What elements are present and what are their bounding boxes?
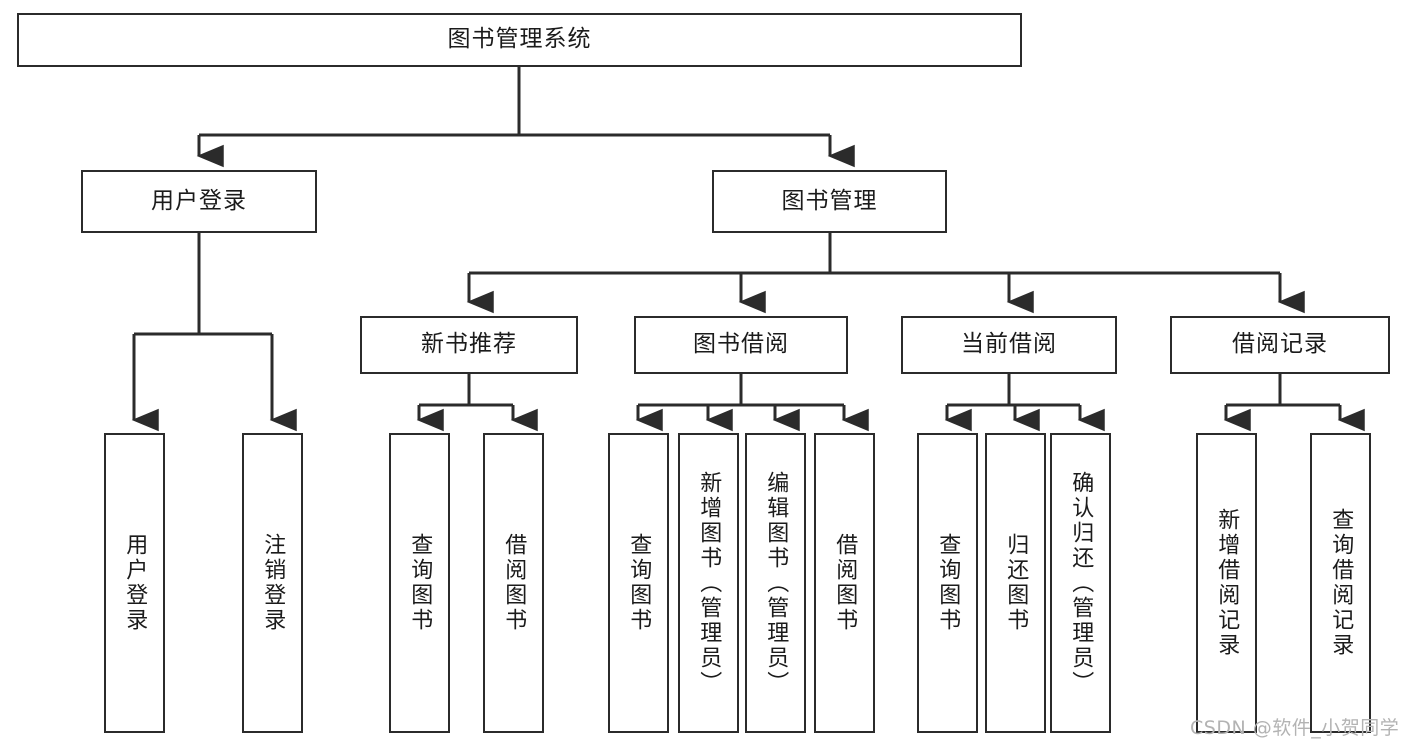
node-label: 新增图书（管理员） [696, 470, 722, 696]
node-borrow-record[interactable]: 借阅记录 [1170, 316, 1390, 374]
node-book-borrow[interactable]: 图书借阅 [634, 316, 848, 374]
leaf-recommend-borrow-book[interactable]: 借阅图书 [483, 433, 544, 733]
leaf-record-add-record[interactable]: 新增借阅记录 [1196, 433, 1257, 733]
node-label: 编辑图书（管理员） [763, 470, 789, 696]
node-root-system[interactable]: 图书管理系统 [17, 13, 1022, 67]
leaf-borrow-query-book[interactable]: 查询图书 [608, 433, 669, 733]
node-book-management[interactable]: 图书管理 [712, 170, 947, 233]
node-user-login[interactable]: 用户登录 [81, 170, 317, 233]
leaf-user-login[interactable]: 用户登录 [104, 433, 165, 733]
leaf-current-query-book[interactable]: 查询图书 [917, 433, 978, 733]
node-label: 图书借阅 [693, 331, 789, 358]
leaf-record-query-record[interactable]: 查询借阅记录 [1310, 433, 1371, 733]
node-new-book-recommend[interactable]: 新书推荐 [360, 316, 578, 374]
node-label: 用户登录 [122, 533, 148, 633]
node-label: 图书管理 [781, 187, 878, 214]
node-label: 查询图书 [626, 533, 652, 633]
node-label: 借阅记录 [1232, 331, 1328, 358]
node-label: 注销登录 [260, 533, 286, 633]
leaf-borrow-edit-book-admin[interactable]: 编辑图书（管理员） [745, 433, 806, 733]
node-label: 查询图书 [935, 533, 961, 633]
node-label: 借阅图书 [832, 533, 858, 633]
leaf-user-logout[interactable]: 注销登录 [242, 433, 303, 733]
node-label: 归还图书 [1003, 533, 1029, 633]
node-label: 确认归还（管理员） [1068, 470, 1094, 696]
node-label: 图书管理系统 [447, 26, 592, 53]
leaf-borrow-borrow-book[interactable]: 借阅图书 [814, 433, 875, 733]
node-current-borrow[interactable]: 当前借阅 [901, 316, 1117, 374]
node-label: 新书推荐 [421, 331, 517, 358]
node-label: 用户登录 [151, 187, 247, 214]
node-label: 借阅图书 [501, 533, 527, 633]
leaf-current-confirm-return-admin[interactable]: 确认归还（管理员） [1050, 433, 1111, 733]
node-label: 当前借阅 [961, 331, 1057, 358]
node-label: 查询图书 [407, 533, 433, 633]
node-label: 查询借阅记录 [1328, 508, 1354, 658]
leaf-borrow-add-book-admin[interactable]: 新增图书（管理员） [678, 433, 739, 733]
leaf-recommend-query-book[interactable]: 查询图书 [389, 433, 450, 733]
node-label: 新增借阅记录 [1214, 508, 1240, 658]
leaf-current-return-book[interactable]: 归还图书 [985, 433, 1046, 733]
